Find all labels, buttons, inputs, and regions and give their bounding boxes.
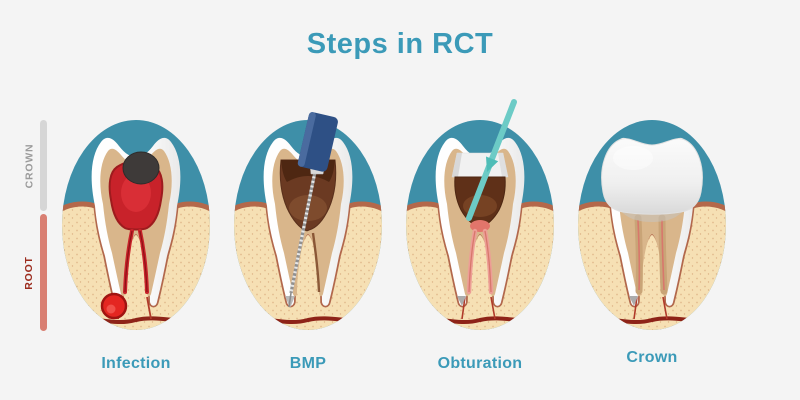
cavity-spot [122,151,160,185]
crown-gloss [613,146,653,170]
step-obturation: Obturation [395,99,565,373]
step-bmp: BMP [223,100,393,373]
step-label-obturation: Obturation [437,355,523,372]
crown-axis-label: CROWN [23,143,36,188]
crown-axis-bar [40,120,47,211]
crown-neck-shadow [619,208,685,222]
step-label-infection: Infection [101,355,171,372]
vessel-right [490,296,496,320]
root-axis-bar [40,214,47,331]
file-tip [288,292,292,308]
step-crown: Crown [567,100,737,373]
vessel-right [662,296,668,320]
gum-tissue [62,204,210,330]
root-axis-label: ROOT [23,255,35,290]
step-label-crown: Crown [626,349,678,366]
step-infection: Infection [51,100,221,373]
gum-tissue [406,204,554,330]
gum-tissue [578,204,726,330]
endo-file-icon [289,171,317,294]
vessel-left [461,296,466,320]
vessel-right [146,296,152,320]
step-label-bmp: BMP [289,355,327,372]
vessel-left [633,296,638,320]
root-tip-plug [457,296,466,306]
page-title: Steps in RCT [306,28,494,60]
stick-arrowhead [486,156,499,172]
crown-cap-icon [601,138,703,215]
endo-file-handle-icon [297,112,338,172]
canal-right [311,232,321,293]
root-tip-plug [629,296,638,306]
gum-tissue [234,204,382,330]
steps-row: Infection [51,99,737,373]
dental-crown-illustration [578,120,726,330]
endodontic-file-illustration [234,112,382,330]
infected-tooth-illustration [62,120,210,330]
gutta-percha-illustration [406,99,554,330]
